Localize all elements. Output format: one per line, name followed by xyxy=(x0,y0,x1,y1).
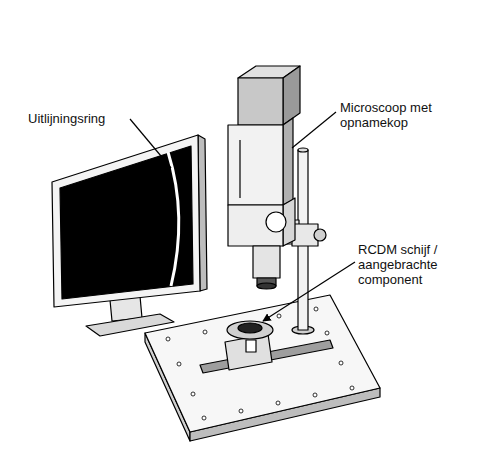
callout-label: Microscoop met opnamekop xyxy=(340,100,460,130)
callout-label: Uitlijningsring xyxy=(28,111,138,126)
stage-slide xyxy=(200,321,333,373)
monitor xyxy=(52,135,207,336)
leader-line xyxy=(130,119,171,168)
leader-arrow xyxy=(263,262,355,321)
leader-line xyxy=(292,112,336,148)
microscope xyxy=(228,66,326,289)
alignment-ring xyxy=(168,152,179,286)
callout-label: RCDM schijf / aangebrachte component xyxy=(358,242,466,287)
base-plate xyxy=(145,295,380,441)
